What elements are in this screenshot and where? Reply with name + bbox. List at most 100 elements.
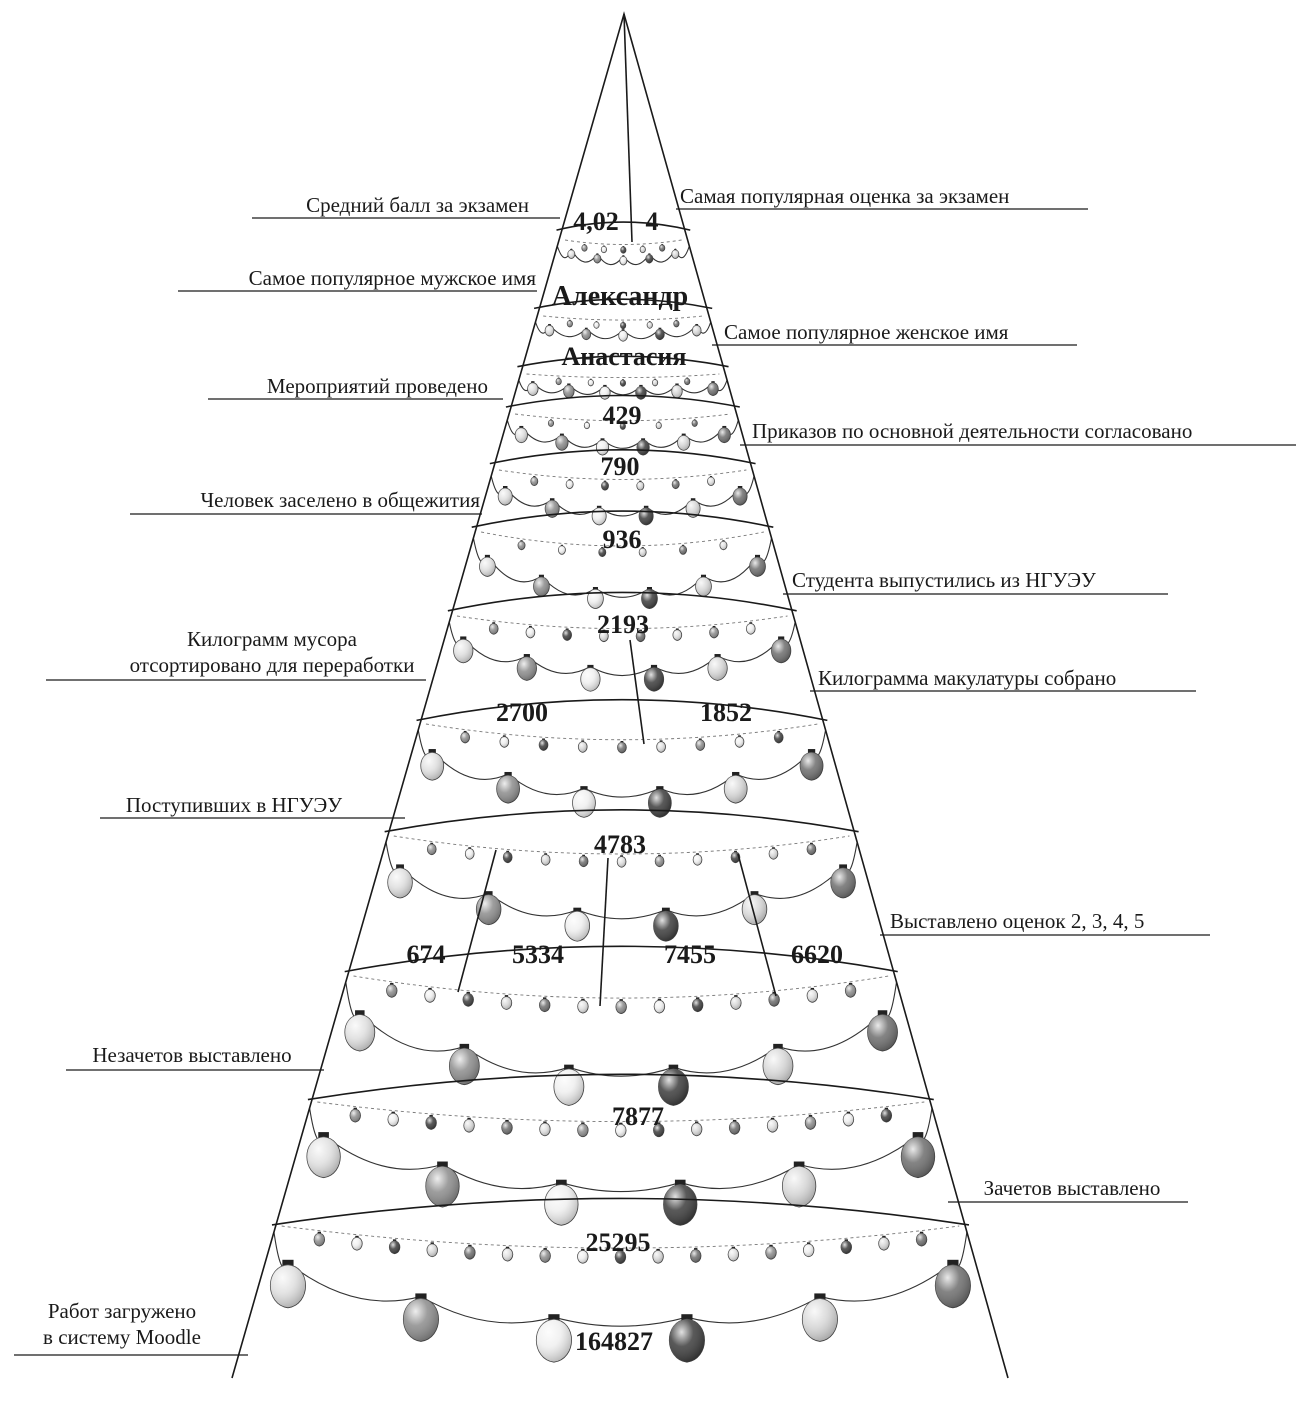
band-curve xyxy=(556,221,691,231)
bulb xyxy=(618,329,628,342)
garland-dots xyxy=(514,413,731,422)
bulb xyxy=(425,1115,437,1130)
bulb xyxy=(313,1231,326,1247)
bulb xyxy=(615,999,627,1014)
bulb xyxy=(801,1293,838,1342)
garland-dots xyxy=(393,835,850,855)
bulb xyxy=(671,248,680,259)
bulb xyxy=(479,554,496,577)
bulb xyxy=(581,244,588,252)
band-curve xyxy=(533,298,713,310)
metric-value: Анастасия xyxy=(562,342,687,371)
metric-label-line: Килограмм мусора xyxy=(187,627,358,651)
bulb xyxy=(707,381,719,397)
band-curve xyxy=(416,698,828,722)
bulb xyxy=(539,997,551,1013)
garland-wire xyxy=(385,841,858,920)
bulb xyxy=(934,1259,971,1309)
bulb xyxy=(555,433,569,451)
bulb xyxy=(344,1010,376,1052)
bulb xyxy=(802,1242,815,1258)
bulb xyxy=(619,379,626,387)
garland-wire xyxy=(417,729,827,798)
bulb xyxy=(768,847,779,860)
bulb xyxy=(723,771,748,804)
bulb xyxy=(557,544,566,555)
bulb xyxy=(728,1119,741,1135)
bulb xyxy=(727,1246,740,1262)
bulb xyxy=(426,842,437,856)
bulb xyxy=(636,480,645,491)
bulb xyxy=(388,1239,401,1255)
bulb xyxy=(691,419,698,427)
bulb xyxy=(577,740,588,753)
bulb xyxy=(593,253,602,264)
metric-label-line: Работ загружено xyxy=(48,1299,196,1323)
bulb xyxy=(671,479,680,490)
bulb xyxy=(645,253,654,264)
bulb xyxy=(599,384,611,400)
bulb xyxy=(653,998,666,1014)
metric-value: 7455 xyxy=(664,940,716,969)
bulb xyxy=(306,1132,341,1179)
bulb xyxy=(583,421,590,430)
bulb xyxy=(656,740,666,753)
bulb xyxy=(695,574,712,597)
bulb xyxy=(539,1121,551,1137)
bulb xyxy=(462,991,474,1007)
garland-dots xyxy=(317,1101,925,1122)
metric-value: 6620 xyxy=(791,940,843,969)
bulb xyxy=(426,1242,438,1258)
metric-value: 4,02 xyxy=(573,207,619,236)
band-curve xyxy=(344,945,898,973)
metric-value: 790 xyxy=(601,452,640,481)
metric-value: Александр xyxy=(552,281,688,312)
bulb xyxy=(463,1117,475,1133)
bulb xyxy=(768,991,780,1007)
bulb xyxy=(643,664,665,692)
bulb xyxy=(745,622,756,635)
bulb xyxy=(591,505,607,526)
bulb xyxy=(690,1121,703,1137)
metric-label: Самая популярная оценка за экзамен xyxy=(680,184,1009,208)
band-curve xyxy=(447,591,797,612)
bulb xyxy=(565,479,574,490)
bulb xyxy=(580,664,601,692)
garland-dots xyxy=(481,531,764,547)
bulb xyxy=(771,636,792,664)
bulb xyxy=(593,321,600,329)
bulb xyxy=(766,1117,779,1133)
bulb xyxy=(668,1314,705,1363)
bulb xyxy=(806,987,819,1003)
bulb xyxy=(685,498,701,518)
bulb xyxy=(734,735,745,748)
metric-value: 4 xyxy=(646,207,659,236)
bulb xyxy=(655,421,662,430)
metric-label: Студента выпустились из НГУЭУ xyxy=(792,568,1096,592)
bulb xyxy=(653,1122,665,1138)
bulb xyxy=(652,1248,664,1264)
bulb xyxy=(635,384,647,400)
bulb xyxy=(732,486,748,506)
bulb xyxy=(525,625,536,639)
band-curve xyxy=(384,809,859,833)
bulb xyxy=(842,1111,855,1127)
garland-wire xyxy=(448,621,796,676)
bulb xyxy=(425,1161,460,1208)
tree-outline xyxy=(231,11,1009,1379)
bulb xyxy=(587,586,604,609)
metric-label-line: отсортировано для переработки xyxy=(130,653,415,677)
bulb xyxy=(464,847,475,860)
bulb xyxy=(351,1235,363,1251)
bulb xyxy=(424,987,436,1003)
metric-value: 429 xyxy=(603,401,642,430)
bulb xyxy=(749,554,766,577)
metric-value: 1852 xyxy=(700,698,752,727)
bulb xyxy=(844,982,857,998)
bulb xyxy=(598,547,607,558)
band-curve xyxy=(271,1197,970,1226)
